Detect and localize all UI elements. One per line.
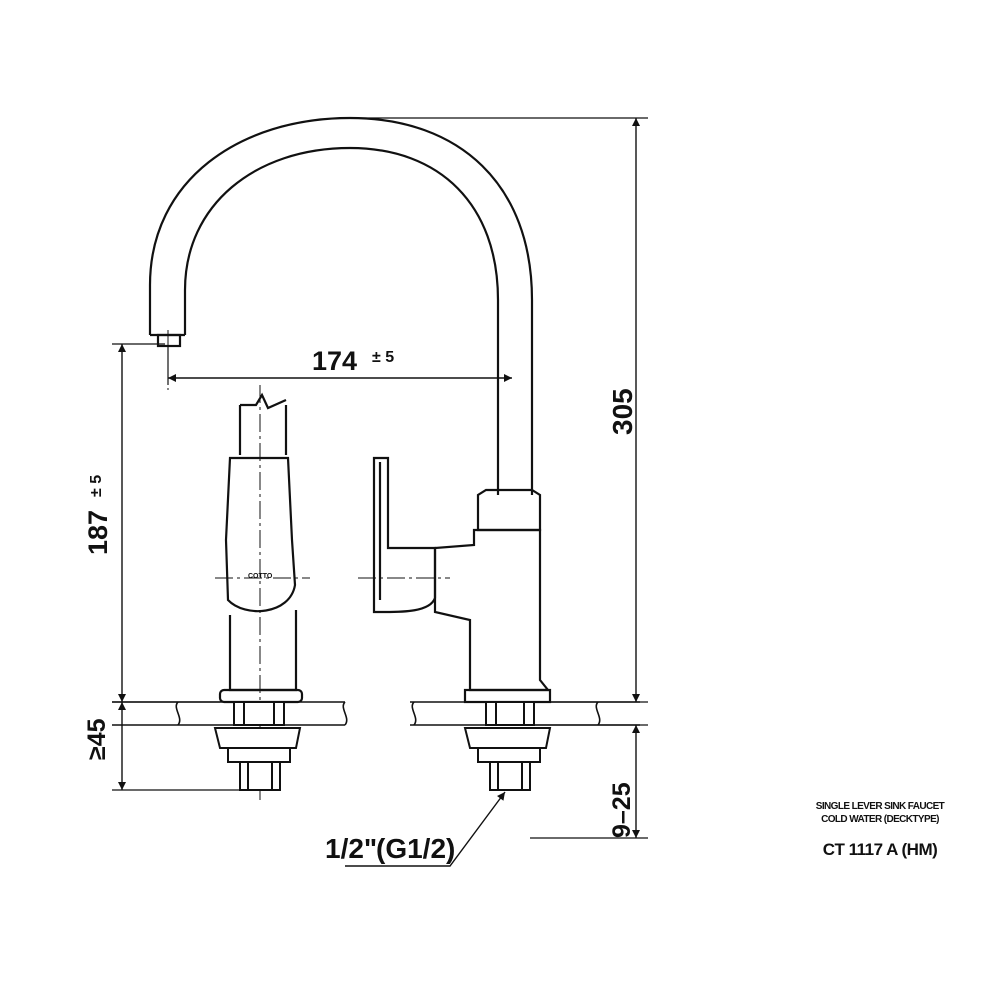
front-body-lower (228, 610, 298, 692)
side-view (148, 116, 552, 704)
dim-174-tol: ± 5 (372, 349, 394, 366)
thread-g: (G1/2) (376, 833, 455, 864)
product-description-line2: COLD WATER (DECKTYPE) (821, 814, 939, 825)
product-description-line1: SINGLE LEVER SINK FAUCET (815, 801, 945, 812)
spout-inner-curve (183, 146, 500, 495)
front-lever-top (238, 392, 288, 455)
aerator (156, 333, 182, 348)
lever-handle (372, 456, 437, 614)
body-collar (476, 488, 542, 532)
front-view: COTTO (218, 392, 304, 704)
front-shank-assembly (213, 701, 302, 791)
dim-187-value: 187 (83, 510, 113, 555)
front-body (224, 456, 297, 613)
countertop (112, 701, 640, 726)
side-shank-assembly (463, 701, 552, 791)
dim-174-label: 174 ± 5 (312, 346, 394, 376)
dim-187-tol: ± 5 (88, 475, 105, 497)
title-block: SINGLE LEVER SINK FAUCET COLD WATER (DEC… (770, 800, 990, 860)
dim-305-value: 305 (607, 388, 638, 435)
dim-9-25-value: 9–25 (608, 782, 636, 838)
model-number: CT 1117 A (HM) (822, 840, 938, 859)
spout-outer-curve (148, 116, 534, 495)
dim-174-value: 174 (312, 346, 357, 376)
dimension-lines (118, 118, 640, 867)
front-base-ring (218, 688, 304, 704)
thread-main: 1/2" (325, 833, 377, 864)
escutcheon-plate (463, 688, 552, 704)
center-lines (167, 330, 450, 800)
thread-leader (345, 791, 506, 867)
extension-lines (112, 117, 648, 839)
dim-45-value: ≥45 (83, 718, 111, 760)
thread-label: 1/2" (G1/2) (325, 833, 455, 864)
dim-187-label: 187 ± 5 (83, 475, 113, 555)
faucet-body (433, 528, 551, 692)
